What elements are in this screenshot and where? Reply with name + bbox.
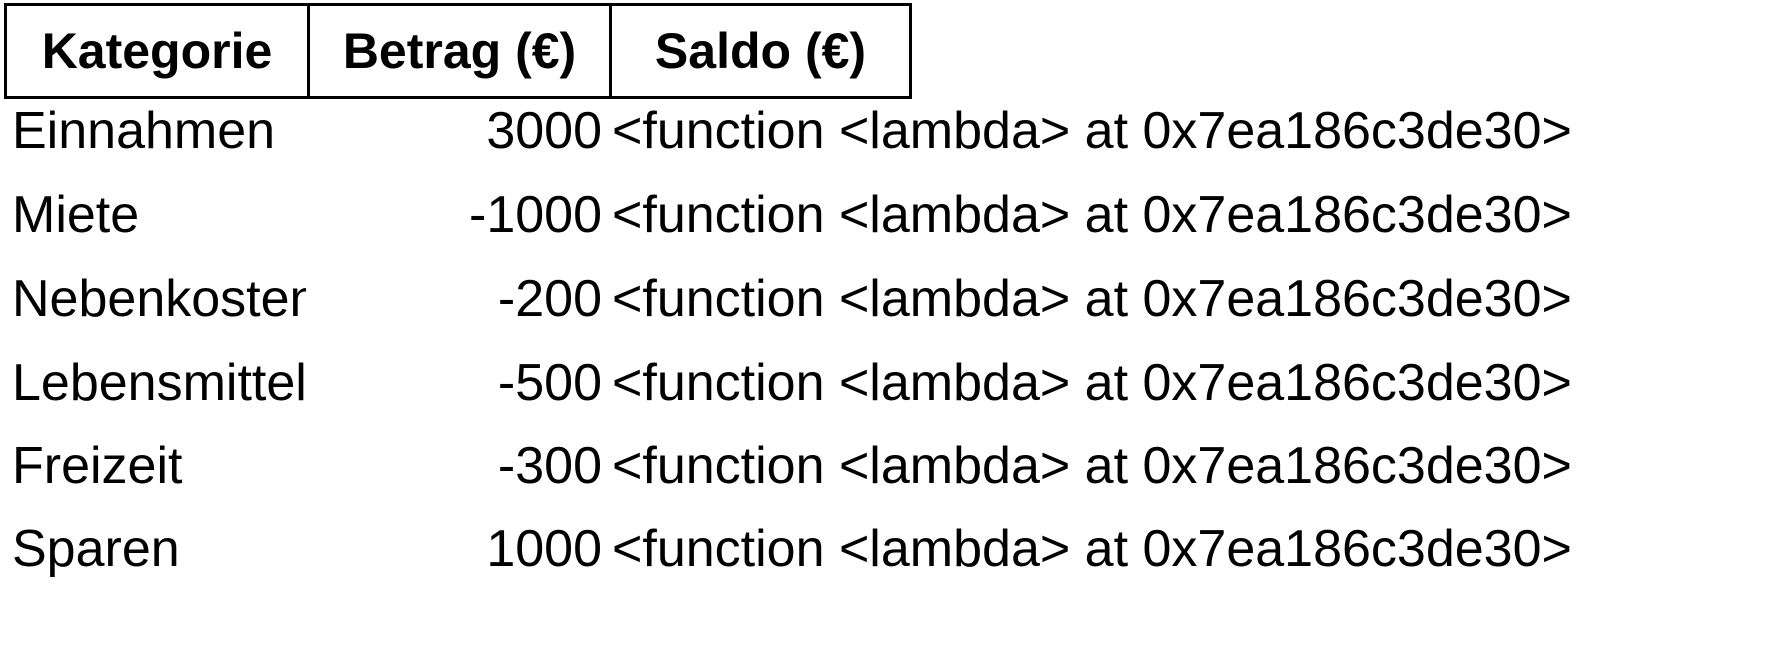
cell-amount[interactable]: 1000 <box>486 520 602 578</box>
cell-category[interactable]: Einnahmen <box>12 102 276 160</box>
cell-amount[interactable]: -1000 <box>469 186 602 244</box>
cell-amount[interactable]: -300 <box>497 437 602 495</box>
table-header-row: Kategorie Betrag (€) Saldo (€) <box>4 3 912 99</box>
cell-balance[interactable]: <function <lambda> at 0x7ea186c3de30> <box>612 437 1572 495</box>
column-header-saldo[interactable]: Saldo (€) <box>609 3 912 99</box>
cell-category[interactable]: Miete <box>12 186 140 244</box>
cell-balance[interactable]: <function <lambda> at 0x7ea186c3de30> <box>612 102 1572 160</box>
column-header-kategorie[interactable]: Kategorie <box>4 3 307 99</box>
table-row: Nebenkosten -200 <function <lambda> at 0… <box>0 252 1776 346</box>
cell-amount[interactable]: -200 <box>497 270 602 328</box>
cell-balance[interactable]: <function <lambda> at 0x7ea186c3de30> <box>612 520 1572 578</box>
table-row: Freizeit -300 <function <lambda> at 0x7e… <box>0 419 1776 513</box>
cell-balance[interactable]: <function <lambda> at 0x7ea186c3de30> <box>612 354 1572 412</box>
cell-amount[interactable]: 3000 <box>486 102 602 160</box>
cell-amount[interactable]: -500 <box>497 354 602 412</box>
column-header-betrag[interactable]: Betrag (€) <box>307 3 609 99</box>
cell-balance[interactable]: <function <lambda> at 0x7ea186c3de30> <box>612 186 1572 244</box>
cell-category[interactable]: Freizeit <box>12 437 183 495</box>
cell-category[interactable]: Lebensmittel <box>12 354 306 412</box>
table-row: Einnahmen 3000 <function <lambda> at 0x7… <box>0 84 1776 178</box>
table-row: Sparen 1000 <function <lambda> at 0x7ea1… <box>0 502 1776 596</box>
cell-category[interactable]: Nebenkosten <box>12 270 306 328</box>
cell-balance[interactable]: <function <lambda> at 0x7ea186c3de30> <box>612 270 1572 328</box>
cell-category[interactable]: Sparen <box>12 520 180 578</box>
table-row: Miete -1000 <function <lambda> at 0x7ea1… <box>0 168 1776 262</box>
table-row: Lebensmittel -500 <function <lambda> at … <box>0 336 1776 430</box>
